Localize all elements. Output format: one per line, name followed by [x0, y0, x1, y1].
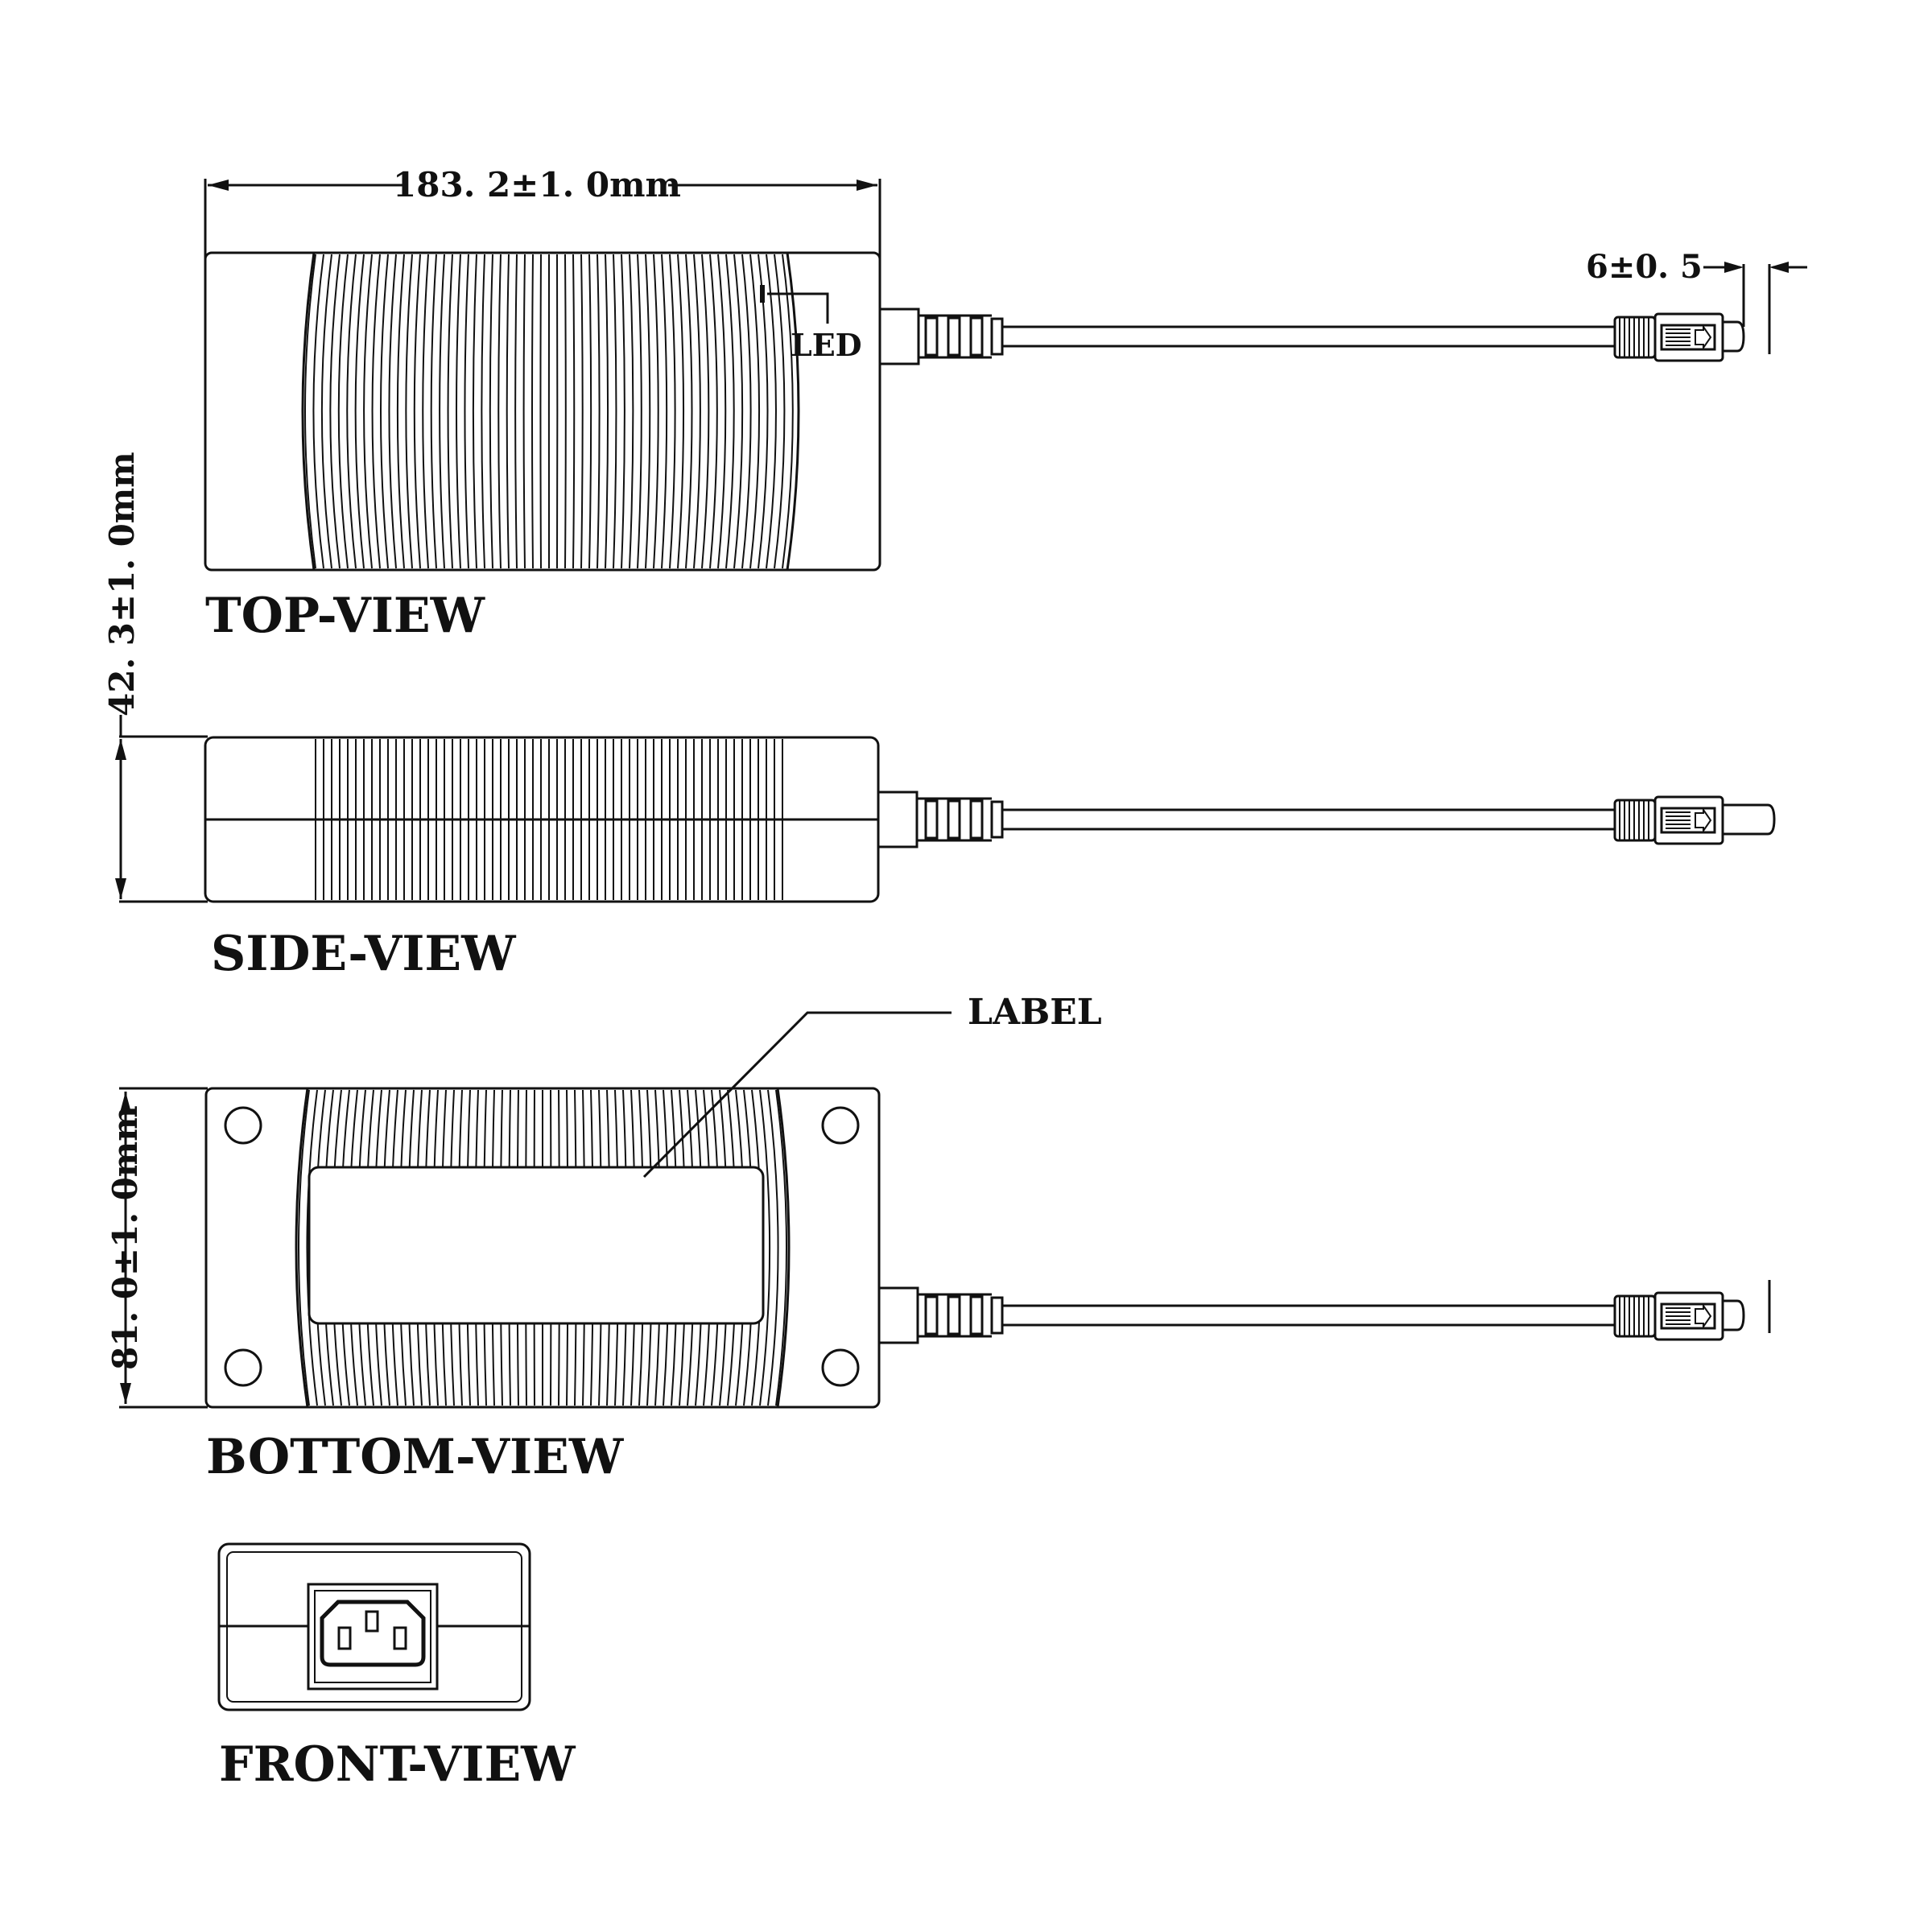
inlet-pin: [393, 1626, 407, 1650]
top-view-cooling-fins: [304, 254, 794, 569]
top-view-cable: [878, 308, 1745, 365]
mounting-hole: [224, 1348, 262, 1387]
front-view: FRONT-VIEW: [217, 1542, 576, 1793]
front-view-title: FRONT-VIEW: [219, 1736, 576, 1793]
top-view-body: [204, 251, 881, 572]
label-area: [308, 1166, 765, 1325]
inlet-pin: [365, 1610, 379, 1633]
led-indicator: [760, 285, 765, 303]
length-dimension: 183. 2±1. 0mm: [204, 165, 881, 259]
led-callout: LED: [760, 285, 862, 363]
mounting-hole: [821, 1106, 860, 1145]
side-view-title: SIDE-VIEW: [211, 926, 517, 982]
bottom-view-body: [204, 1087, 881, 1409]
plug-pin-dimension-label: 6±0. 5: [1586, 248, 1703, 286]
iec-c14-inlet: [307, 1583, 439, 1690]
mounting-hole: [821, 1348, 860, 1387]
width-dimension: 42. 3±1. 0mm: [102, 452, 208, 903]
led-label: LED: [791, 327, 862, 363]
top-view: 183. 2±1. 0mm LED: [204, 165, 1807, 644]
mounting-hole: [224, 1106, 262, 1145]
width-dimension-label: 42. 3±1. 0mm: [102, 452, 142, 716]
label-callout: LABEL: [642, 992, 1102, 1179]
bottom-view-cable: [877, 1280, 1771, 1344]
bottom-view-title: BOTTOM-VIEW: [206, 1429, 625, 1485]
label-callout-text: LABEL: [968, 992, 1102, 1033]
height-dimension-label: 81. 0±1. 0mm: [105, 1105, 145, 1370]
side-view: 42. 3±1. 0mm SIDE-VIEW: [102, 452, 1776, 982]
length-dimension-label: 183. 2±1. 0mm: [393, 165, 681, 204]
height-dimension: 81. 0±1. 0mm: [105, 1087, 208, 1409]
plug-pin-dimension: 6±0. 5: [1586, 248, 1807, 354]
inlet-pin: [337, 1626, 352, 1650]
mounting-holes: [224, 1106, 860, 1387]
top-view-title: TOP-VIEW: [205, 588, 486, 644]
bottom-view: 81. 0±1. 0mm LABEL: [105, 992, 1771, 1485]
side-view-cable: [877, 791, 1776, 848]
